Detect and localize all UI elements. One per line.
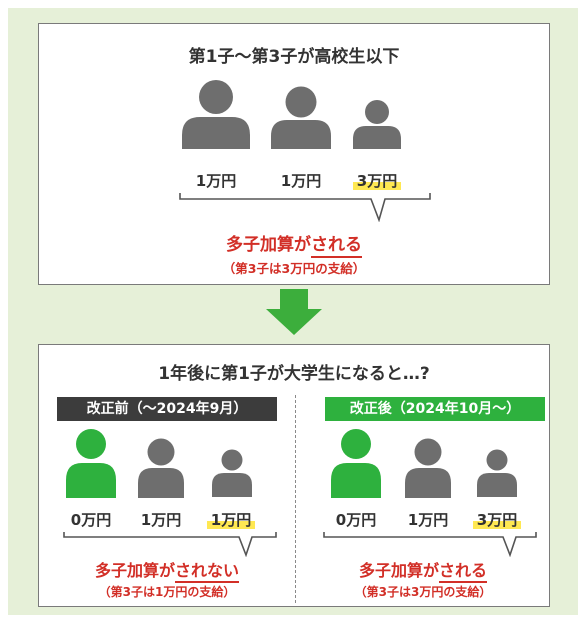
amount-label: 1万円 (195, 172, 237, 190)
top-title: 第1子〜第3子が高校生以下 (188, 47, 400, 67)
before-column: 改正前（〜2024年9月） 0万円 1万円 1万円 (39, 345, 295, 606)
result-text: 多子加算がされる (295, 557, 551, 583)
person-icon (138, 438, 184, 498)
after-tag: 改正後（2024年10月〜） (325, 397, 545, 421)
person-icon-green (331, 428, 381, 498)
person-icon-green (66, 428, 116, 498)
amount-label: 1万円 (407, 511, 449, 529)
person-icon (477, 449, 517, 497)
result-subtext: （第3子は3万円の支給） (222, 261, 366, 276)
result-subtext: （第3子は3万円の支給） (354, 585, 492, 599)
before-tag: 改正前（〜2024年9月） (57, 397, 277, 421)
result-text: 多子加算がされない (39, 557, 295, 583)
top-panel: 第1子〜第3子が高校生以下 1万円 1万円 3万円 多子加算がされる （第3子は… (38, 23, 550, 285)
person-icon (212, 449, 252, 497)
result-text: 多子加算がされる (39, 230, 549, 258)
bottom-panel: 1年後に第1子が大学生になると…? 改正前（〜2024年9月） 0万円 1万円 (38, 344, 550, 607)
amount-label: 0万円 (335, 511, 377, 529)
person-icon (405, 438, 451, 498)
bottom-title: 1年後に第1子が大学生になると…? (158, 364, 430, 384)
bracket-pointer (179, 193, 431, 222)
amount-label-highlighted: 3万円 (457, 509, 537, 530)
amount-label-highlighted: 1万円 (191, 509, 271, 530)
bracket-pointer (323, 532, 537, 557)
amount-label-highlighted: 3万円 (337, 170, 417, 191)
down-arrow-icon (266, 289, 322, 335)
amount-label: 0万円 (70, 511, 112, 529)
person-icon (353, 99, 401, 149)
person-icon (271, 86, 331, 149)
after-column: 改正後（2024年10月〜） 0万円 1万円 3万円 (295, 345, 551, 606)
divider (295, 395, 296, 603)
amount-label: 1万円 (280, 172, 322, 190)
person-icon (182, 79, 250, 149)
amount-label: 1万円 (140, 511, 182, 529)
bracket-pointer (63, 532, 277, 557)
result-subtext: （第3子は1万円の支給） (98, 585, 236, 599)
